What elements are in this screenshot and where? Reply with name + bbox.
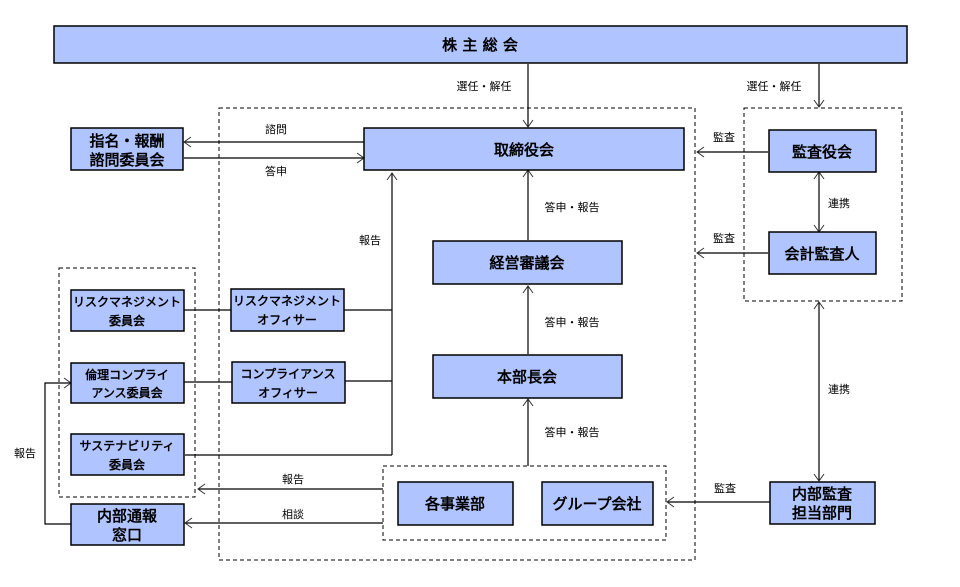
node-whistleblower-line1: 内部通報: [97, 507, 158, 525]
business-group-frame: [382, 465, 667, 541]
arrow-head: [696, 146, 705, 158]
label-consult: 諮問: [265, 122, 287, 136]
node-accounting-auditor: 会計監査人: [768, 231, 877, 275]
label-report-units: 報告: [282, 473, 304, 486]
node-nomination: 指名・報酬 諮問委員会: [70, 127, 184, 171]
node-internal-audit-line2: 担当部門: [792, 504, 852, 522]
node-sustainability-committee: サステナビリティ 委員会: [70, 433, 185, 476]
node-board-label: 取締役会: [494, 141, 554, 159]
label-cooperate-2: 連携: [828, 382, 850, 396]
arrow-head: [666, 496, 675, 508]
label-report-officers: 報告: [359, 234, 381, 247]
node-whistleblower: 内部通報 窓口: [70, 503, 185, 546]
label-reply-report-2: 答申・報告: [545, 315, 600, 329]
arrow-head: [813, 473, 825, 482]
label-reply: 答申: [265, 164, 287, 178]
node-audit-board: 監査役会: [768, 129, 877, 173]
node-internal-audit: 内部監査 担当部門: [769, 481, 876, 525]
node-compliance-committee-line1: 倫理コンプライ: [85, 367, 169, 382]
node-division-heads-label: 本部長会: [497, 368, 557, 386]
node-risk-committee-line2: 委員会: [108, 313, 146, 328]
arrow-head: [197, 483, 206, 495]
node-whistleblower-line2: 窓口: [112, 526, 142, 544]
node-group-companies: グループ会社: [541, 481, 654, 526]
node-risk-committee-line1: リスクマネジメント: [73, 295, 181, 309]
node-compliance-officer: コンプライアンス オフィサー: [231, 361, 346, 404]
audit-group-frame: [743, 107, 903, 302]
label-audit-1: 監査: [713, 130, 735, 144]
edge-labels: 選任・解任 選任・解任 諮問 答申 報告 答申・報告 答申・報告 答申・報告 監…: [14, 79, 850, 521]
node-compliance-committee-line2: アンス委員会: [91, 385, 163, 400]
node-business-units: 各事業部: [397, 481, 514, 526]
node-compliance-officer-line1: コンプライアンス: [241, 366, 336, 381]
arrow-head: [522, 398, 534, 407]
label-elect-dismiss-board: 選任・解任: [457, 79, 512, 93]
label-report-left: 報告: [14, 447, 36, 460]
node-risk-officer: リスクマネジメント オフィサー: [230, 288, 345, 332]
label-audit-2: 監査: [713, 231, 735, 245]
node-accounting-auditor-label: 会計監査人: [784, 245, 860, 263]
arrow-head: [696, 247, 705, 259]
arrow-head: [522, 285, 534, 294]
node-risk-officer-line1: リスクマネジメント: [233, 294, 341, 308]
label-audit-3: 監査: [714, 481, 736, 495]
label-cooperate-1: 連携: [828, 196, 850, 210]
label-consultation: 相談: [282, 507, 304, 521]
node-group-companies-label: グループ会社: [552, 495, 641, 513]
line-whistleblower-report: [44, 382, 71, 525]
label-reply-report-3: 答申・報告: [545, 425, 600, 439]
node-shareholders-label: 株 主 総 会: [442, 36, 518, 54]
arrow-head: [183, 136, 192, 148]
arrow-head: [813, 99, 825, 108]
node-board: 取締役会: [363, 127, 685, 171]
node-risk-committee: リスクマネジメント 委員会: [70, 289, 185, 332]
label-reply-report-1: 答申・報告: [545, 200, 600, 214]
node-nomination-line2: 諮問委員会: [89, 151, 164, 169]
node-division-heads: 本部長会: [432, 354, 623, 399]
arrow-head: [813, 301, 825, 310]
node-management-council: 経営審議会: [432, 240, 623, 285]
node-compliance-officer-line2: オフィサー: [258, 386, 318, 400]
arrow-head: [386, 172, 398, 181]
node-shareholders: 株 主 総 会: [53, 25, 908, 64]
board-group-frame: [218, 107, 696, 561]
node-sustainability-committee-line1: サステナビリティ: [79, 438, 174, 453]
node-management-council-label: 経営審議会: [489, 254, 564, 272]
node-audit-board-label: 監査役会: [792, 143, 852, 161]
node-sustainability-committee-line2: 委員会: [108, 457, 146, 472]
node-business-units-label: 各事業部: [424, 495, 485, 513]
node-nomination-line1: 指名・報酬: [89, 132, 164, 150]
node-internal-audit-line1: 内部監査: [792, 485, 853, 503]
node-risk-officer-line2: オフィサー: [257, 313, 317, 327]
label-elect-dismiss-audit: 選任・解任: [747, 79, 802, 93]
node-compliance-committee: 倫理コンプライ アンス委員会: [70, 362, 185, 404]
arrow-head: [522, 119, 534, 128]
arrow-head: [184, 517, 193, 529]
